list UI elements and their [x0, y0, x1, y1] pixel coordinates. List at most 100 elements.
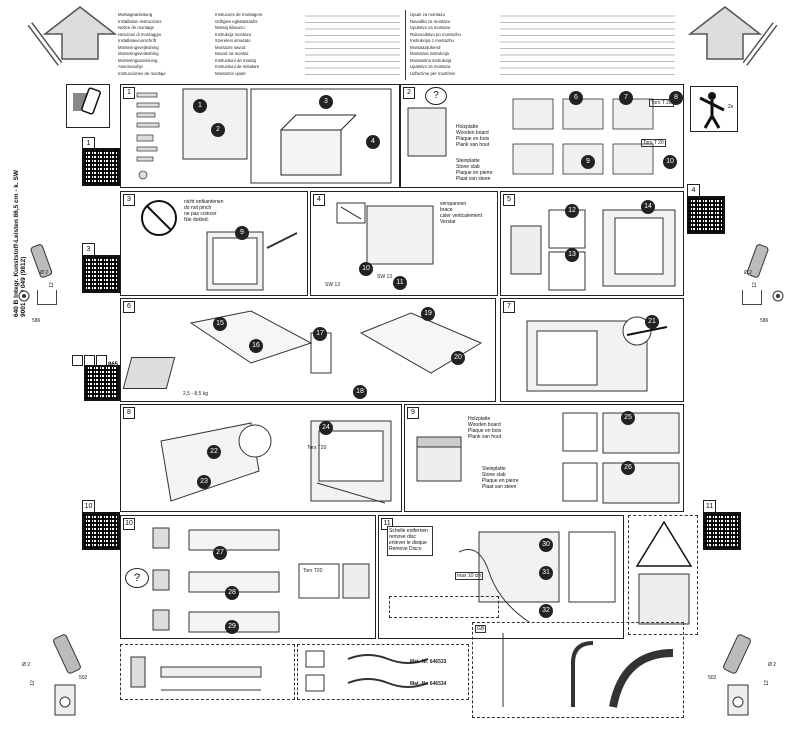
wood-board-label: Holzplatte Wooden board Plaque en bois P… [455, 123, 499, 153]
lang-line: Navodila za montazo [410, 18, 451, 24]
label-line: Holzplatte [468, 416, 491, 422]
label-line: Plank van hout [468, 434, 502, 440]
label-line: Holzplatte [456, 124, 479, 130]
label-line: Verstar [440, 219, 456, 225]
drill-depth-box [742, 290, 762, 305]
dim-label: Ø 2 [744, 270, 753, 276]
step-marker: 10 [359, 262, 373, 276]
label-line: Steinplatte [456, 158, 480, 164]
step-marker: 6 [569, 91, 583, 105]
step-marker: 25 [621, 411, 635, 425]
hose-extension-box [120, 644, 295, 700]
step-marker: 11 [393, 276, 407, 290]
lang-line: Instrucciones de montaje [118, 70, 166, 76]
top-right-arrow-icon [687, 6, 778, 66]
qr-code-4[interactable] [687, 196, 725, 234]
torx-label: Torx T20 [303, 568, 323, 574]
dim-label: 12 [763, 680, 770, 686]
top-left-arrow-icon [27, 6, 118, 66]
label-line: Plaque en pierre [456, 170, 493, 176]
question-bubble-icon: ? [125, 568, 149, 588]
step-marker: 4 [366, 135, 380, 149]
dim-label: 502 [708, 675, 717, 681]
lang-line: Istruzioni di montaggio [118, 31, 161, 37]
label-line: Plaque en pierre [482, 478, 519, 484]
qr-code-3[interactable] [82, 255, 120, 293]
lang-line: Monteringsvejledning [118, 44, 159, 50]
region-label: GB [475, 625, 487, 633]
step-marker: 27 [213, 546, 227, 560]
label-line: do not pinch [184, 205, 212, 211]
lang-line: Asennusohje [118, 64, 143, 69]
step-marker: 3 [319, 95, 333, 109]
panel-8: 8 Torx T20 22 23 24 [120, 404, 402, 512]
label-line: Plank van hout [456, 142, 490, 148]
dishwasher-front-icon [407, 107, 447, 157]
label-line: brace [440, 207, 453, 213]
lang-line: Montavimo instrukcija [410, 57, 452, 63]
panel-number: 10 [123, 518, 135, 530]
panel-number: 7 [503, 301, 515, 313]
lang-line: Uputstvo za montazu [410, 25, 451, 30]
panel-2: 2 ? Holzplatte Wooden board Plaque en bo… [400, 84, 684, 188]
step-marker: 23 [197, 475, 211, 489]
warning-box [628, 515, 698, 635]
step-marker: 1 [193, 99, 207, 113]
remove-disc-label: Schelle entfernen remove disc enlever le… [387, 526, 433, 556]
panel-1: 1 1 2 3 4 [120, 84, 400, 188]
lang-line: Instrukcja montazu [215, 31, 252, 37]
qr-number: 11 [703, 500, 716, 513]
panel-8-illustration [160, 420, 392, 504]
dim-label: Ø 2 [768, 662, 777, 668]
qr-code-1[interactable] [82, 148, 120, 186]
label-line: Wooden board [468, 422, 501, 428]
step-marker: 10 [663, 155, 677, 169]
wrench-size-label: SW 13 [325, 282, 341, 288]
qr-code-11[interactable] [703, 512, 741, 550]
lang-line: Montaazijuhend [410, 44, 441, 50]
gb-connection-illustration [502, 633, 674, 708]
drill-left-icon [18, 244, 53, 302]
step-marker: 9 [235, 226, 249, 240]
header-mid-languages: Instrucoes de montagem Odhgies egkatasta… [215, 12, 305, 80]
label-line: Nie dokleić [184, 217, 209, 223]
header-left-languages: Montageanleitung Installation instructio… [118, 12, 208, 80]
step-marker: 7 [619, 91, 633, 105]
step-marker: 22 [207, 445, 221, 459]
torx-label: Torx T 20 [641, 139, 666, 147]
step-marker: 21 [645, 315, 659, 329]
lang-line: Monteringsveiledning [118, 51, 159, 56]
step-marker: 13 [565, 248, 579, 262]
step-marker: 19 [421, 307, 435, 321]
counter-unit-illustration [416, 436, 462, 482]
step-marker: 8 [669, 91, 683, 105]
dim-label: Ø 2 [22, 662, 31, 668]
label-line: Stone slab [456, 164, 480, 170]
label-line: Plaat van steen [482, 484, 517, 490]
stone-slab-label-9: Steinplatte Stone slab Plaque en pierre … [481, 465, 529, 495]
drill-depth-box [37, 290, 57, 305]
step-marker: 14 [641, 200, 655, 214]
gb-box: GB [472, 622, 684, 718]
lang-line: Upatstvo za montaza [410, 64, 451, 69]
lang-line: Instructiuni de instalare [215, 64, 260, 69]
step-marker: 32 [539, 604, 553, 618]
qr-code-10[interactable] [82, 512, 120, 550]
lang-line: Notice de montage [118, 25, 155, 30]
panel-4: 4 verspannen brace caler verticalement V… [310, 191, 498, 296]
lang-line: Odhgies egkatastashs [215, 18, 258, 24]
label-line: remove disc [389, 534, 416, 540]
panel-number: 3 [123, 194, 135, 206]
step-marker: 18 [353, 385, 367, 399]
question-bubble-icon: ? [425, 87, 447, 105]
panel-1-parts-illustration [136, 88, 392, 184]
dim-label: 12 [751, 282, 758, 288]
drill-bottom-left-icon [53, 634, 81, 716]
lang-line: Montazas instrukcija [410, 51, 449, 56]
qr-code-2[interactable] [84, 365, 120, 401]
brace-label: verspannen brace caler verticalement Ver… [439, 200, 493, 230]
step-marker: 15 [213, 317, 227, 331]
material-number: Mat.-Nr. 646533 [410, 659, 447, 665]
step-marker: 9 [581, 155, 595, 169]
lang-line: Rukovodstvo po montazhu [410, 31, 461, 37]
